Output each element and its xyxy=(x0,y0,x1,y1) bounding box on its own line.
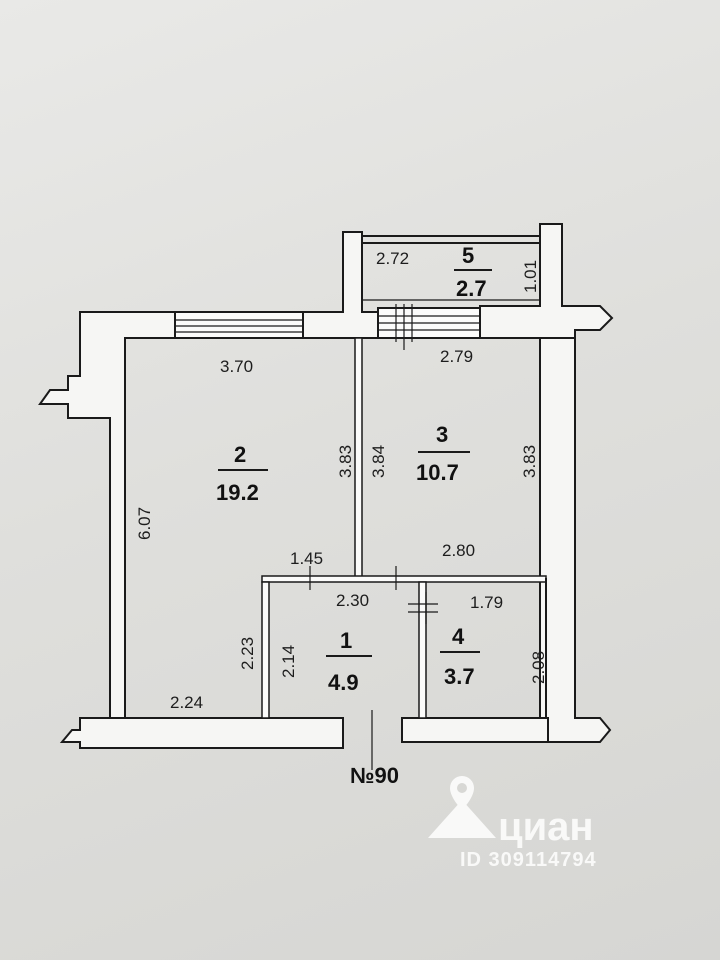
wall-bottom-left xyxy=(59,717,344,749)
dim-room3-right: 3.83 xyxy=(520,445,539,478)
wall-right xyxy=(539,337,612,743)
dim-room1-height: 2.14 xyxy=(279,645,298,678)
svg-text:5: 5 xyxy=(462,243,474,268)
svg-text:4.9: 4.9 xyxy=(328,670,359,695)
svg-text:19.2: 19.2 xyxy=(216,480,259,505)
dim-balcony-depth: 1.01 xyxy=(521,260,540,293)
partition-1-4 xyxy=(418,581,427,719)
watermark: циан ID 309114794 xyxy=(428,776,597,871)
dim-room2-lower-width: 2.24 xyxy=(170,693,203,712)
svg-text:4: 4 xyxy=(452,624,465,649)
room-4-label: 4 3.7 xyxy=(440,624,480,689)
dim-balcony-width: 2.72 xyxy=(376,249,409,268)
svg-text:2.7: 2.7 xyxy=(456,276,487,301)
dim-hall-top: 1.45 xyxy=(290,549,323,568)
watermark-listing-id: ID 309114794 xyxy=(460,849,597,871)
dim-room2-lower-height: 2.23 xyxy=(238,637,257,670)
svg-text:10.7: 10.7 xyxy=(416,460,459,485)
wall-right-top xyxy=(479,223,614,339)
dim-room2-right-wall: 3.83 xyxy=(336,445,355,478)
wall-bottom-right xyxy=(401,717,549,743)
svg-text:1: 1 xyxy=(340,628,352,653)
watermark-brand: циан xyxy=(498,805,594,849)
dim-room1-top: 2.30 xyxy=(336,591,369,610)
apartment-number: №90 xyxy=(350,763,399,788)
dim-room3-top: 2.79 xyxy=(440,347,473,366)
svg-text:3: 3 xyxy=(436,422,448,447)
location-pin-icon xyxy=(428,776,496,838)
svg-text:3.7: 3.7 xyxy=(444,664,475,689)
wall-left xyxy=(38,311,176,719)
room-5-label: 5 2.7 xyxy=(454,243,492,301)
window-left xyxy=(174,311,304,339)
dim-room4-height: 2.08 xyxy=(529,651,548,684)
dim-room2-top: 3.70 xyxy=(220,357,253,376)
svg-text:2: 2 xyxy=(234,442,246,467)
dim-room3-left: 3.84 xyxy=(369,445,388,478)
partition-hall xyxy=(261,575,547,583)
dim-room2-height: 6.07 xyxy=(135,507,154,540)
partition-2-3 xyxy=(354,337,363,579)
dim-room3-bottom: 2.80 xyxy=(442,541,475,560)
room-2-label: 2 19.2 xyxy=(216,442,268,505)
wall-center-top xyxy=(302,231,379,339)
room-1-label: 1 4.9 xyxy=(326,628,372,695)
partition-room1-left xyxy=(261,581,270,719)
room-3-label: 3 10.7 xyxy=(416,422,470,485)
dim-room4-top: 1.79 xyxy=(470,593,503,612)
